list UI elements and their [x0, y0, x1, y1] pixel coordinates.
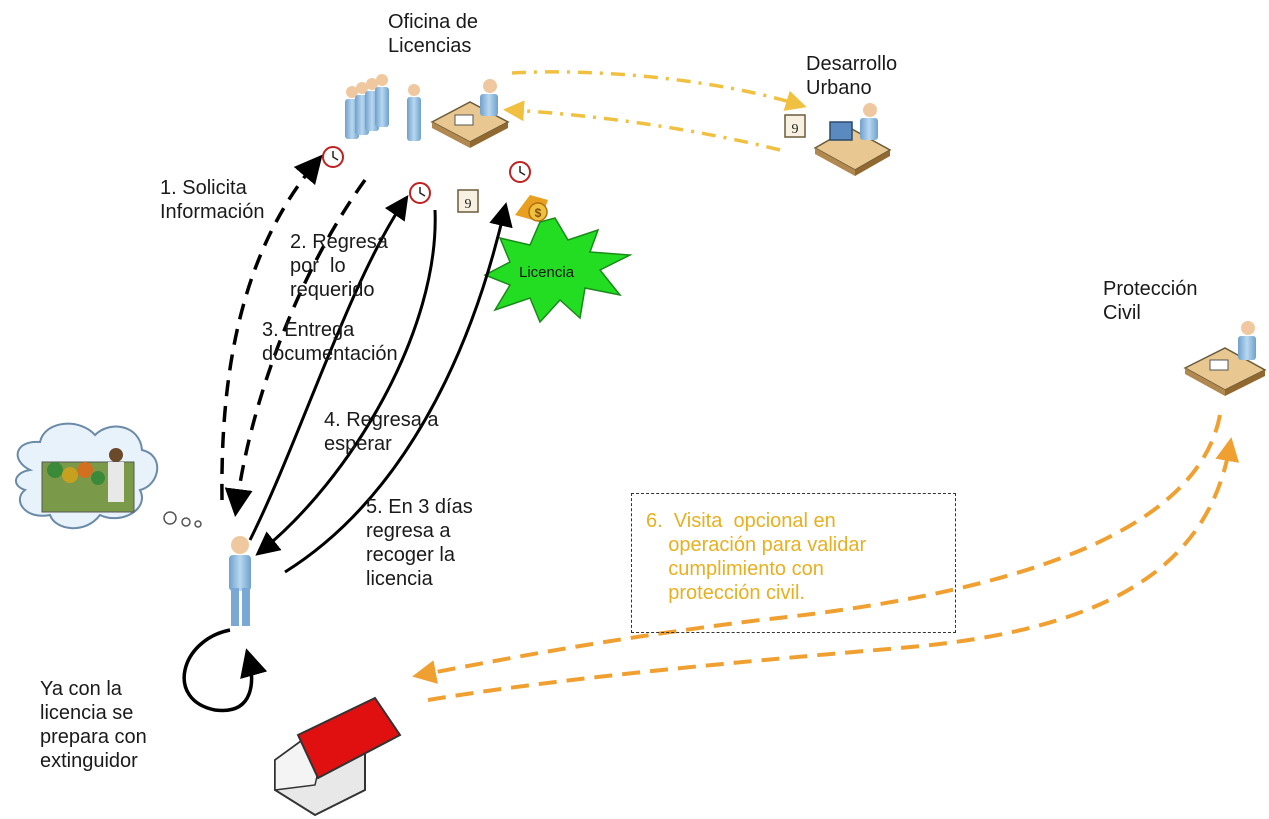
step-3-label: 3. Entrega documentación	[262, 319, 398, 365]
clock-icon	[322, 146, 344, 168]
money-icon: $	[515, 195, 548, 222]
arrow-house-to-civil	[427, 437, 1240, 702]
queue-people-icon	[345, 74, 421, 141]
step-2-label: 2. Regresa por lo requerido	[290, 231, 388, 301]
arrow-step-3-return	[255, 209, 437, 556]
office-civil-label: Protección Civil	[1103, 278, 1198, 324]
citizen-person-icon	[229, 536, 251, 626]
licencias-desk-icon	[430, 79, 510, 148]
svg-text:$: $	[535, 206, 542, 220]
license-badge-star	[483, 217, 633, 324]
arrow-to-urbano	[511, 70, 807, 111]
loop-arrow	[182, 628, 268, 713]
arrow-step-2	[248, 195, 409, 541]
arrow-from-urbano	[503, 100, 781, 152]
step-4-label: 4. Regresa a esperar	[324, 409, 439, 455]
office-licencias-label: Oficina de Licencias	[388, 11, 479, 57]
step-1-label: 1. Solicita Información	[160, 177, 265, 223]
arrow-step-5	[284, 202, 513, 574]
clock-icon	[409, 182, 431, 204]
arrow-step-1	[220, 154, 323, 501]
step-5-label: 5. En 3 días regresa a recoger la licenc…	[366, 496, 473, 590]
house-icon	[274, 696, 402, 817]
calendar-icon: 9	[457, 189, 479, 213]
step-6-label: 6. Visita opcional en operación para val…	[646, 510, 867, 604]
urbano-desk-icon	[813, 103, 892, 176]
thought-cloud-icon	[15, 422, 202, 530]
svg-text:9: 9	[792, 122, 799, 137]
visit-note-box	[631, 493, 956, 633]
clock-icon	[509, 161, 531, 183]
final-note-label: Ya con la licencia se prepara con exting…	[40, 678, 147, 772]
civil-desk-icon	[1183, 321, 1267, 396]
office-urbano-label: Desarrollo Urbano	[806, 53, 898, 99]
calendar-icon: 9	[784, 114, 806, 138]
license-badge-label: Licencia	[519, 264, 575, 281]
svg-text:9: 9	[465, 197, 472, 212]
arrow-civil-to-house	[412, 414, 1222, 684]
